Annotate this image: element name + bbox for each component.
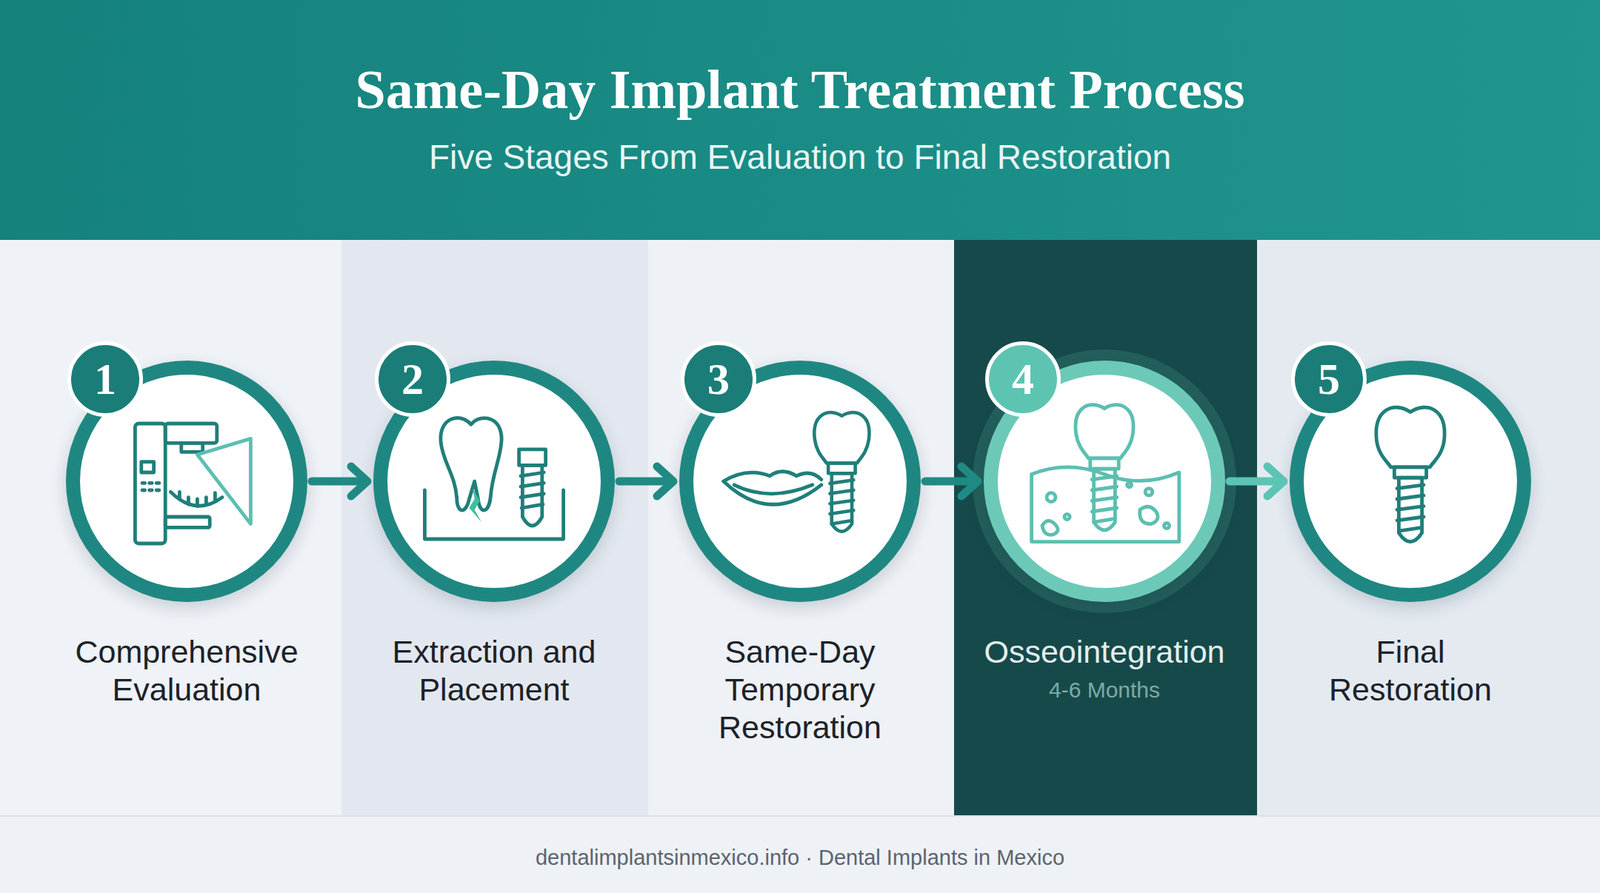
- callout-number: 2: [401, 357, 424, 402]
- bone-dot: [1145, 488, 1153, 497]
- spark: [468, 488, 482, 523]
- stage-name: Comprehensive Evaluation: [53, 633, 320, 709]
- arrow-head: [1267, 466, 1284, 497]
- bone-cell: [1042, 520, 1058, 535]
- stage-duration: 4-6 Months: [963, 675, 1246, 706]
- stage-name: Osseointegration: [963, 633, 1246, 672]
- bone-dot: [1163, 522, 1169, 529]
- scanner-column: [134, 423, 166, 544]
- teeth-line: [734, 485, 813, 495]
- stage-label: Comprehensive Evaluation: [53, 633, 320, 709]
- step-badge: 5: [1291, 341, 1367, 418]
- column-band: [648, 240, 955, 817]
- callout-number: 3: [707, 357, 730, 402]
- step-badge: 3: [680, 341, 757, 418]
- implant-screw: [1094, 468, 1116, 531]
- bone-dot: [1064, 514, 1070, 520]
- arrow-shaft: [925, 477, 975, 486]
- stage-name: Final Restoration: [1299, 633, 1522, 709]
- glow: [972, 349, 1237, 614]
- callout-number: 4: [1011, 357, 1035, 402]
- stage-label: Same-Day Temporary Restoration: [666, 633, 934, 747]
- tooth: [440, 417, 502, 511]
- bone-cell: [1140, 506, 1158, 524]
- footer-rule: [0, 815, 1600, 818]
- subtitle: Five Stages From Evaluation to Final Res…: [0, 136, 1600, 178]
- stage-label: Extraction and Placement: [360, 633, 628, 709]
- threads: [829, 480, 854, 524]
- flow-arrow: [311, 466, 368, 497]
- teeth: [179, 491, 215, 506]
- title: Same-Day Implant Treatment Process: [0, 57, 1600, 122]
- column-band: [0, 240, 342, 817]
- flow-arrow: [925, 466, 978, 497]
- callout-number: 5: [1317, 357, 1340, 402]
- column-band: [1257, 240, 1600, 817]
- header-band: [0, 0, 1600, 240]
- stage-name: Extraction and Placement: [360, 633, 628, 709]
- stage-circle: Same-Day Temporary Restoration3: [679, 360, 921, 603]
- implant-screw: [522, 465, 542, 526]
- arrow-shaft: [311, 477, 365, 486]
- step-badge: 2: [374, 341, 451, 418]
- column-band-highlight: [954, 240, 1258, 817]
- implant-screw: [831, 473, 852, 532]
- panel: [141, 462, 155, 473]
- abutment: [828, 463, 855, 475]
- scanner-emitter: [181, 442, 203, 452]
- flow-arrow: [619, 466, 674, 497]
- abutment: [1090, 458, 1119, 469]
- flow-arrow: [1229, 466, 1284, 497]
- chin-rest: [165, 517, 210, 528]
- stage-circle: Extraction and Placement2: [373, 360, 615, 603]
- footer-text: dentalimplantsinmexico.info · Dental Imp…: [0, 844, 1600, 872]
- footer-band: [0, 816, 1600, 893]
- jaw: [170, 491, 223, 506]
- threads: [1397, 485, 1424, 532]
- step-badge: 4: [985, 341, 1061, 418]
- bone: [1031, 467, 1180, 543]
- crown: [814, 412, 869, 463]
- gum: [424, 490, 563, 540]
- upper-lip: [723, 471, 822, 482]
- crown: [1376, 407, 1445, 468]
- abutment: [1394, 467, 1426, 478]
- stage-label: Final Restoration: [1299, 633, 1522, 709]
- threads: [1091, 476, 1118, 523]
- arrow-head: [961, 466, 978, 497]
- step-badge: 1: [67, 341, 143, 418]
- column-band: [341, 240, 649, 817]
- stage-circle: Final Restoration5: [1289, 360, 1532, 603]
- arrow-shaft: [619, 477, 671, 486]
- stage-circle: Osseointegration4-6 Months4: [983, 360, 1226, 603]
- arrow-head: [657, 466, 674, 497]
- bone-dot: [1046, 493, 1056, 503]
- bone-dot: [1127, 482, 1132, 488]
- stage-name: Same-Day Temporary Restoration: [666, 633, 934, 747]
- lower-lip: [723, 481, 822, 505]
- scan-beam: [197, 438, 251, 524]
- stage-circle: Comprehensive Evaluation1: [65, 360, 308, 603]
- threads: [520, 472, 544, 509]
- abutment: [519, 449, 546, 466]
- arrow-head: [351, 466, 368, 497]
- panel-dots: [142, 482, 160, 491]
- scanner-arm: [165, 423, 218, 443]
- arrow-shaft: [1229, 477, 1281, 486]
- callout-number: 1: [94, 357, 117, 402]
- crown: [1075, 405, 1134, 459]
- stage-label: Osseointegration4-6 Months: [963, 633, 1246, 706]
- implant-screw: [1398, 477, 1422, 542]
